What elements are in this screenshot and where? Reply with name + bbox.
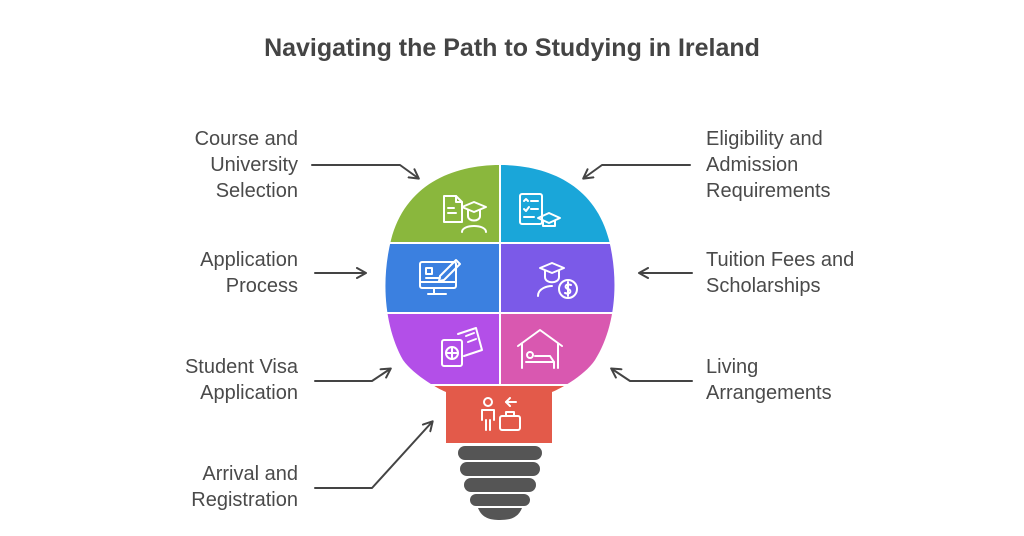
document-graduate-icon [443,195,487,233]
bulb-base [458,446,542,520]
connector-arrival [314,420,434,489]
computer-form-pen-icon [419,259,461,295]
traveler-luggage-icon [481,397,521,431]
house-bed-icon [517,329,563,369]
segment-tuition [501,244,615,312]
connector-course [311,164,420,180]
connector-eligibility [582,164,691,180]
segment-living [501,314,615,384]
connector-visa [314,367,392,382]
page-title: Navigating the Path to Studying in Irela… [264,34,760,62]
graduate-coin-icon [537,262,578,299]
segment-course [385,165,499,242]
passport-ticket-icon [441,327,483,367]
checklist-graduation-cap-icon [519,193,561,227]
segment-application [385,244,499,312]
connector-living [610,367,693,382]
